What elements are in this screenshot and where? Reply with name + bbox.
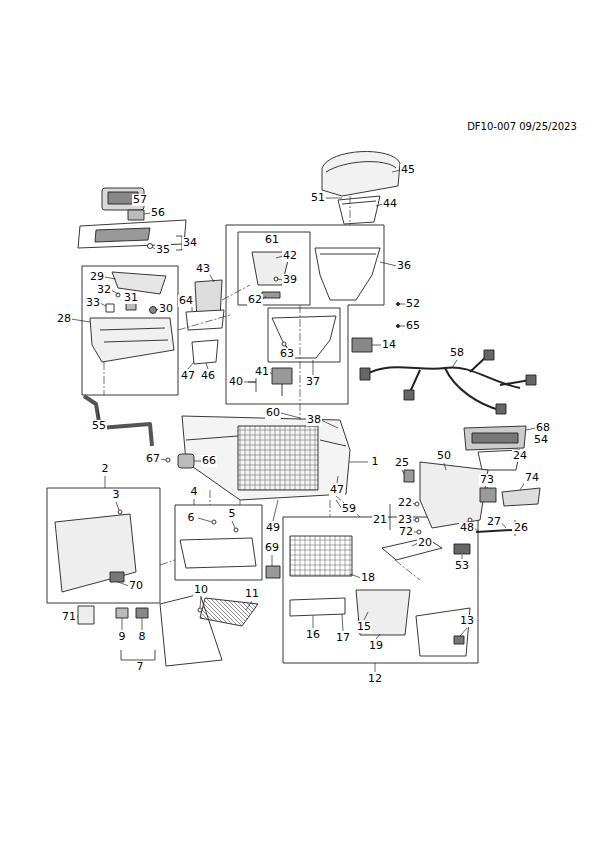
callout-number: 2 bbox=[101, 463, 110, 475]
callout-number: 33 bbox=[85, 297, 101, 309]
callout-number: 8 bbox=[138, 631, 147, 643]
callout-number: 31 bbox=[123, 292, 139, 304]
callout-number: 10 bbox=[193, 584, 209, 596]
callout-number: 68 bbox=[535, 422, 551, 434]
callout-number: 46 bbox=[200, 370, 216, 382]
callout-number: 54 bbox=[533, 434, 549, 446]
callout-number: 62 bbox=[247, 294, 263, 306]
callout-number: 51 bbox=[310, 192, 326, 204]
callout-number: 30 bbox=[158, 303, 174, 315]
callout-number: 34 bbox=[182, 237, 198, 249]
callout-number: 64 bbox=[178, 295, 194, 307]
callout-number: 44 bbox=[382, 198, 398, 210]
callout-number: 18 bbox=[360, 572, 376, 584]
callout-number: 9 bbox=[118, 631, 127, 643]
callout-number: 65 bbox=[405, 320, 421, 332]
callout-number: 1 bbox=[371, 456, 380, 468]
callout-number: 58 bbox=[449, 347, 465, 359]
callout-number: 59 bbox=[341, 503, 357, 515]
callout-number: 23 bbox=[397, 514, 413, 526]
callout-number: 26 bbox=[513, 522, 529, 534]
callout-number: 42 bbox=[282, 250, 298, 262]
callout-number: 70 bbox=[128, 580, 144, 592]
callout-number: 50 bbox=[436, 450, 452, 462]
callout-number: 15 bbox=[356, 621, 372, 633]
callout-number: 36 bbox=[396, 260, 412, 272]
callout-number: 32 bbox=[96, 284, 112, 296]
callout-number: 7 bbox=[136, 661, 145, 673]
callout-number: 20 bbox=[417, 537, 433, 549]
callout-number: 11 bbox=[244, 588, 260, 600]
callout-number: 73 bbox=[479, 474, 495, 486]
callout-number: 13 bbox=[459, 615, 475, 627]
callout-number: 29 bbox=[89, 271, 105, 283]
callout-number: 35 bbox=[155, 244, 171, 256]
callout-number: 24 bbox=[512, 450, 528, 462]
callout-number: 60 bbox=[265, 407, 281, 419]
callout-number: 67 bbox=[145, 453, 161, 465]
callout-number: 16 bbox=[305, 629, 321, 641]
callout-number: 47 bbox=[180, 370, 196, 382]
callout-number: 27 bbox=[486, 516, 502, 528]
callout-number: 43 bbox=[195, 263, 211, 275]
callout-number: 61 bbox=[264, 234, 280, 246]
callout-number: 48 bbox=[459, 522, 475, 534]
callout-number: 74 bbox=[524, 472, 540, 484]
callout-number: 12 bbox=[367, 673, 383, 685]
callout-number: 66 bbox=[201, 455, 217, 467]
callout-number: 40 bbox=[228, 376, 244, 388]
callout-number: 52 bbox=[405, 298, 421, 310]
callout-number: 45 bbox=[400, 164, 416, 176]
callout-number: 63 bbox=[279, 348, 295, 360]
callout-number: 19 bbox=[368, 640, 384, 652]
callout-number: 56 bbox=[150, 207, 166, 219]
callout-number: 53 bbox=[454, 560, 470, 572]
callout-number: 37 bbox=[305, 376, 321, 388]
callout-number: 72 bbox=[398, 526, 414, 538]
callout-number: 41 bbox=[254, 366, 270, 378]
callout-number: 21 bbox=[372, 514, 388, 526]
callout-number: 55 bbox=[91, 420, 107, 432]
callout-number: 39 bbox=[282, 274, 298, 286]
callout-number: 17 bbox=[335, 632, 351, 644]
callout-number: 4 bbox=[190, 486, 199, 498]
callout-number: 25 bbox=[394, 457, 410, 469]
callout-number: 22 bbox=[397, 497, 413, 509]
callout-number: 57 bbox=[132, 194, 148, 206]
callout-number: 69 bbox=[264, 542, 280, 554]
callout-number: 14 bbox=[381, 339, 397, 351]
callout-number: 6 bbox=[187, 512, 196, 524]
callout-number: 5 bbox=[228, 508, 237, 520]
callout-number: 38 bbox=[306, 414, 322, 426]
drawing-id: DF10-007 09/25/2023 bbox=[466, 121, 578, 133]
callout-number: 28 bbox=[56, 313, 72, 325]
callout-number: 71 bbox=[61, 611, 77, 623]
callout-number: 47 bbox=[329, 484, 345, 496]
callout-number: 3 bbox=[112, 489, 121, 501]
callout-number: 49 bbox=[265, 522, 281, 534]
